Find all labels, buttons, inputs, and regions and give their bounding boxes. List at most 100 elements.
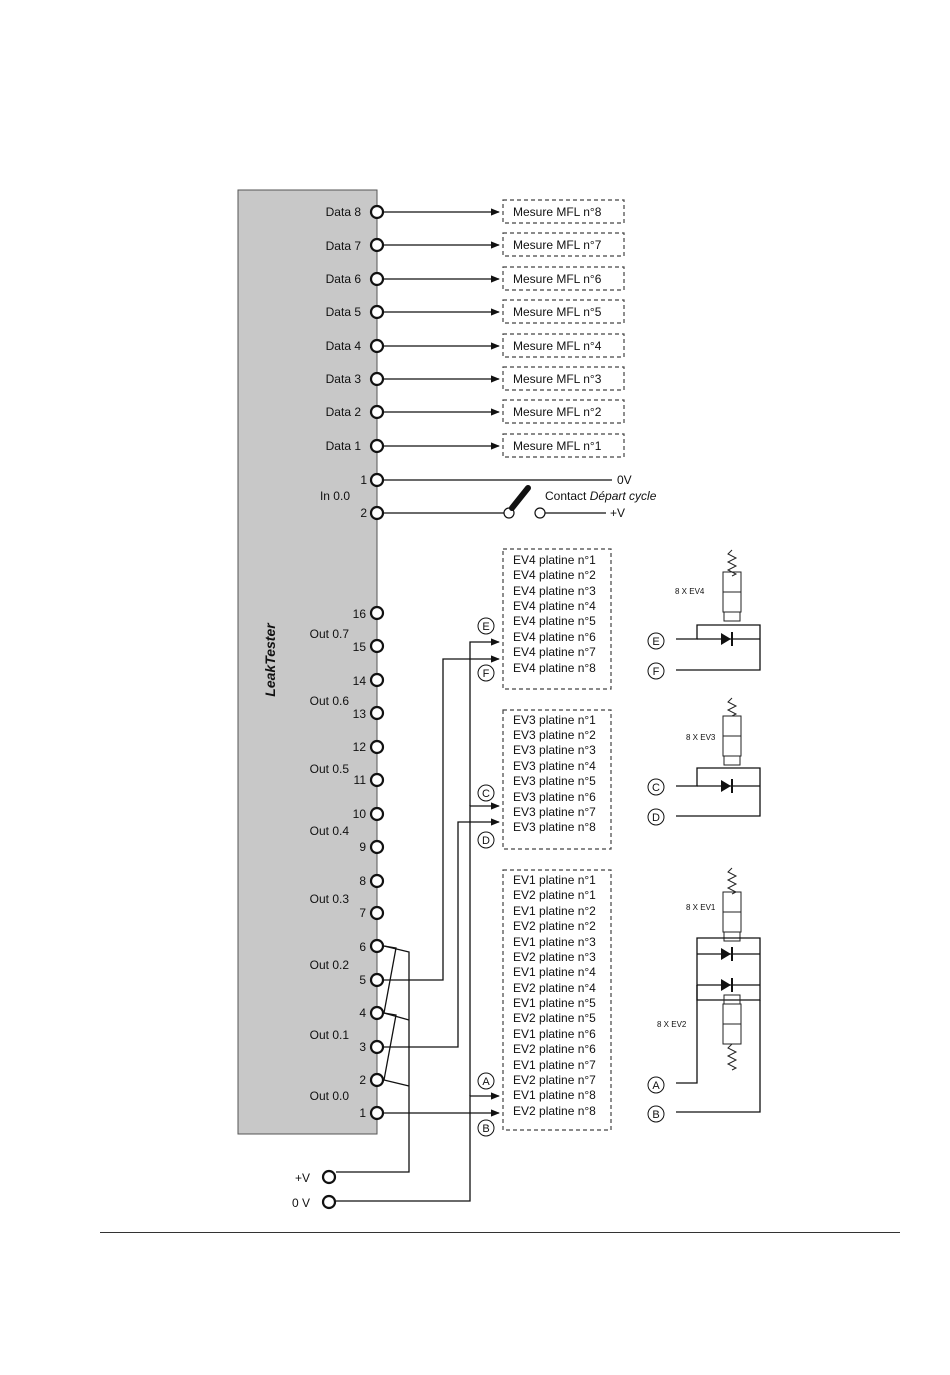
pin-number: 2 (359, 1073, 366, 1087)
terminal-icon (369, 338, 385, 354)
ev-list-box (502, 548, 612, 690)
data-row-6: Data 6 Mesure MFL n°6 (326, 266, 625, 291)
ev-item: EV3 platine n°4 (513, 759, 596, 773)
connector-b-icon (647, 1105, 665, 1123)
measure-label: Mesure MFL n°5 (513, 305, 602, 319)
plus-v-label: +V (610, 506, 625, 520)
terminal-icon (369, 438, 385, 454)
data-row-7: Data 7 Mesure MFL n°7 (326, 232, 625, 257)
coil-icon (723, 611, 741, 622)
connector-letter: B (652, 1109, 659, 1121)
connector-f-icon (647, 662, 665, 680)
supply-plus-label: +V (295, 1171, 310, 1185)
connector-letter: D (652, 812, 660, 824)
ev-item: EV1 platine n°4 (513, 965, 596, 979)
contact-label: Contact Départ cycle (545, 489, 657, 503)
connector-b-icon (477, 1119, 495, 1137)
output-label: Out 0.1 (310, 1028, 350, 1042)
connector-e-icon (647, 632, 665, 650)
connector-letter: A (652, 1080, 660, 1092)
measure-label: Mesure MFL n°8 (513, 205, 602, 219)
connector-letter: C (482, 788, 490, 800)
schematic-label: 8 X EV3 (686, 733, 716, 742)
terminal-icon (369, 1039, 385, 1055)
ev-item: EV2 platine n°7 (513, 1073, 596, 1087)
ev-item: EV2 platine n°3 (513, 950, 596, 964)
spring-icon (726, 697, 738, 717)
solenoid-ev3-schematic: 8 X EV3 C D (647, 697, 761, 826)
terminal-icon (369, 705, 385, 721)
ev-group-4: EV4 platine n°1 EV4 platine n°2 EV4 plat… (477, 548, 612, 690)
ev-item: EV4 platine n°5 (513, 614, 596, 628)
pin-number: 15 (353, 640, 367, 654)
pin-number: 13 (353, 707, 367, 721)
connector-letter: C (652, 782, 660, 794)
spring-icon (726, 867, 738, 895)
input-section: 1 In 0.0 2 0V +V Contact Départ cycle (320, 472, 657, 521)
ev-item: EV4 platine n°3 (513, 584, 596, 598)
ev-item: EV4 platine n°1 (513, 553, 596, 567)
terminal-icon (369, 672, 385, 688)
terminal-icon (369, 371, 385, 387)
contact-right-icon (534, 507, 546, 519)
pin-number: 14 (353, 674, 367, 688)
terminal-icon (369, 304, 385, 320)
ev-item: EV2 platine n°6 (513, 1042, 596, 1056)
output-label: Out 0.2 (310, 958, 350, 972)
ev-item: EV4 platine n°7 (513, 645, 596, 659)
measure-box (502, 366, 625, 391)
output-label: Out 0.0 (310, 1089, 350, 1103)
ev-item: EV2 platine n°1 (513, 888, 596, 902)
terminal-icon (369, 271, 385, 287)
connector-letter: E (482, 621, 489, 633)
ev-item: EV3 platine n°7 (513, 805, 596, 819)
ev-item: EV1 platine n°5 (513, 996, 596, 1010)
terminal-icon (369, 204, 385, 220)
terminal-icon (369, 404, 385, 420)
supply-section: +V 0 V (292, 1169, 337, 1210)
terminal-icon (369, 772, 385, 788)
connector-c-icon (647, 778, 665, 796)
diode-icon (721, 780, 731, 792)
pin-number: 8 (359, 874, 366, 888)
data-output-section: Data 8 Mesure MFL n°8 Data 7 Mesure MFL … (326, 199, 625, 458)
terminal-icon (369, 505, 385, 521)
supply-zero-label: 0 V (292, 1196, 310, 1210)
connector-a-icon (477, 1072, 495, 1090)
ev-item: EV1 platine n°7 (513, 1058, 596, 1072)
ev-item: EV3 platine n°5 (513, 774, 596, 788)
ev-item: EV3 platine n°1 (513, 713, 596, 727)
measure-box (502, 266, 625, 291)
input-label: In 0.0 (320, 489, 350, 503)
ev-item: EV2 platine n°5 (513, 1011, 596, 1025)
data-label: Data 3 (326, 372, 362, 386)
ev-item: EV1 platine n°2 (513, 904, 596, 918)
terminal-icon (369, 1072, 385, 1088)
terminal-icon (321, 1194, 337, 1210)
ev-item: EV3 platine n°8 (513, 820, 596, 834)
ev-item: EV4 platine n°8 (513, 661, 596, 675)
pin-number: 6 (359, 940, 366, 954)
solenoid-ev1-ev2-schematic: 8 X EV1 8 X EV2 A B (647, 867, 761, 1123)
output-label: Out 0.3 (310, 892, 350, 906)
terminal-icon (369, 605, 385, 621)
pin-number: 3 (359, 1040, 366, 1054)
data-row-2: Data 2 Mesure MFL n°2 (326, 399, 625, 424)
terminal-icon (369, 472, 385, 488)
ev-item: EV4 platine n°4 (513, 599, 596, 613)
data-row-1: Data 1 Mesure MFL n°1 (326, 433, 625, 458)
ev-item: EV1 platine n°8 (513, 1088, 596, 1102)
measure-label: Mesure MFL n°1 (513, 439, 602, 453)
ev-item: EV4 platine n°6 (513, 630, 596, 644)
terminal-icon (369, 1105, 385, 1121)
measure-box (502, 399, 625, 424)
connector-letter: F (653, 666, 660, 678)
diode-icon (721, 948, 731, 960)
terminal-icon (369, 237, 385, 253)
data-label: Data 2 (326, 405, 362, 419)
data-label: Data 6 (326, 272, 362, 286)
connector-e-icon (477, 617, 495, 635)
connector-letter: B (482, 1123, 489, 1135)
measure-label: Mesure MFL n°4 (513, 339, 602, 353)
connector-letter: E (652, 636, 659, 648)
